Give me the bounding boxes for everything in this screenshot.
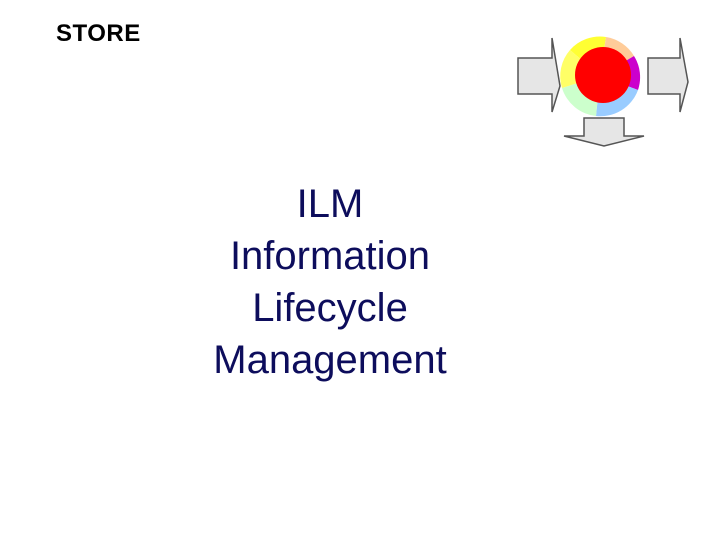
- title-line-information: Information: [229, 234, 431, 278]
- right-arrow-shape: [647, 37, 689, 113]
- lifecycle-cycle-icon: [517, 36, 689, 147]
- page-title: ILM Information Lifecycle Management: [130, 178, 530, 386]
- bottom-arrow-shape: [563, 117, 645, 147]
- title-line-lifecycle: Lifecycle: [252, 286, 408, 330]
- section-label: STORE: [56, 20, 141, 47]
- left-arrow-shape: [517, 37, 561, 113]
- cycle-ring: [560, 36, 641, 117]
- title-line-management: Management: [213, 338, 447, 382]
- cycle-center-shape: [575, 47, 631, 103]
- title-line-acronym: ILM: [296, 182, 364, 226]
